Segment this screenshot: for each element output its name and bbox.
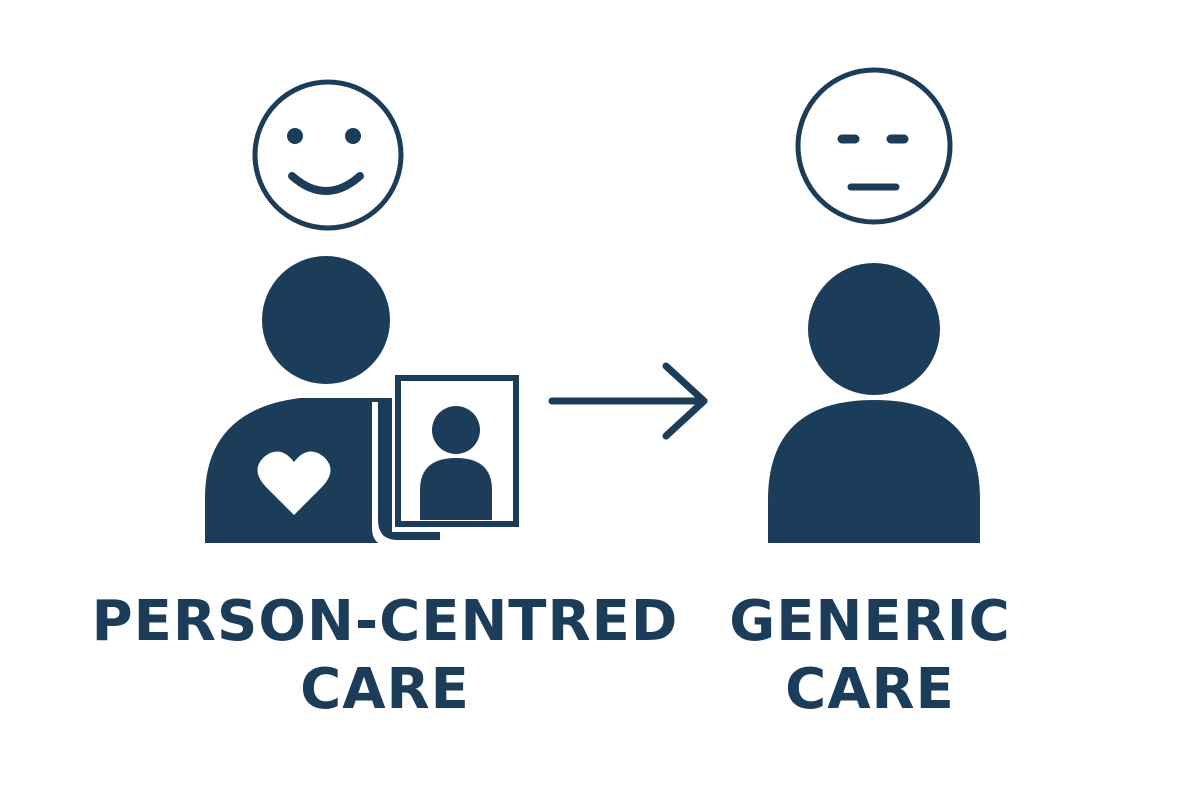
label-line: CARE — [785, 657, 955, 722]
person-centred-care-label: PERSON-CENTRED CARE — [90, 588, 680, 724]
smiling-face-icon — [252, 79, 404, 231]
label-line: PERSON-CENTRED — [91, 589, 679, 654]
label-line: GENERIC — [729, 589, 1011, 654]
generic-care-label: GENERIC CARE — [720, 588, 1020, 724]
person-icon — [768, 263, 980, 543]
heart-icon — [257, 451, 331, 515]
neutral-face-icon — [795, 67, 953, 225]
label-line: CARE — [300, 657, 470, 722]
portrait-frame-icon — [392, 372, 522, 532]
arrow-right-icon — [548, 362, 708, 440]
